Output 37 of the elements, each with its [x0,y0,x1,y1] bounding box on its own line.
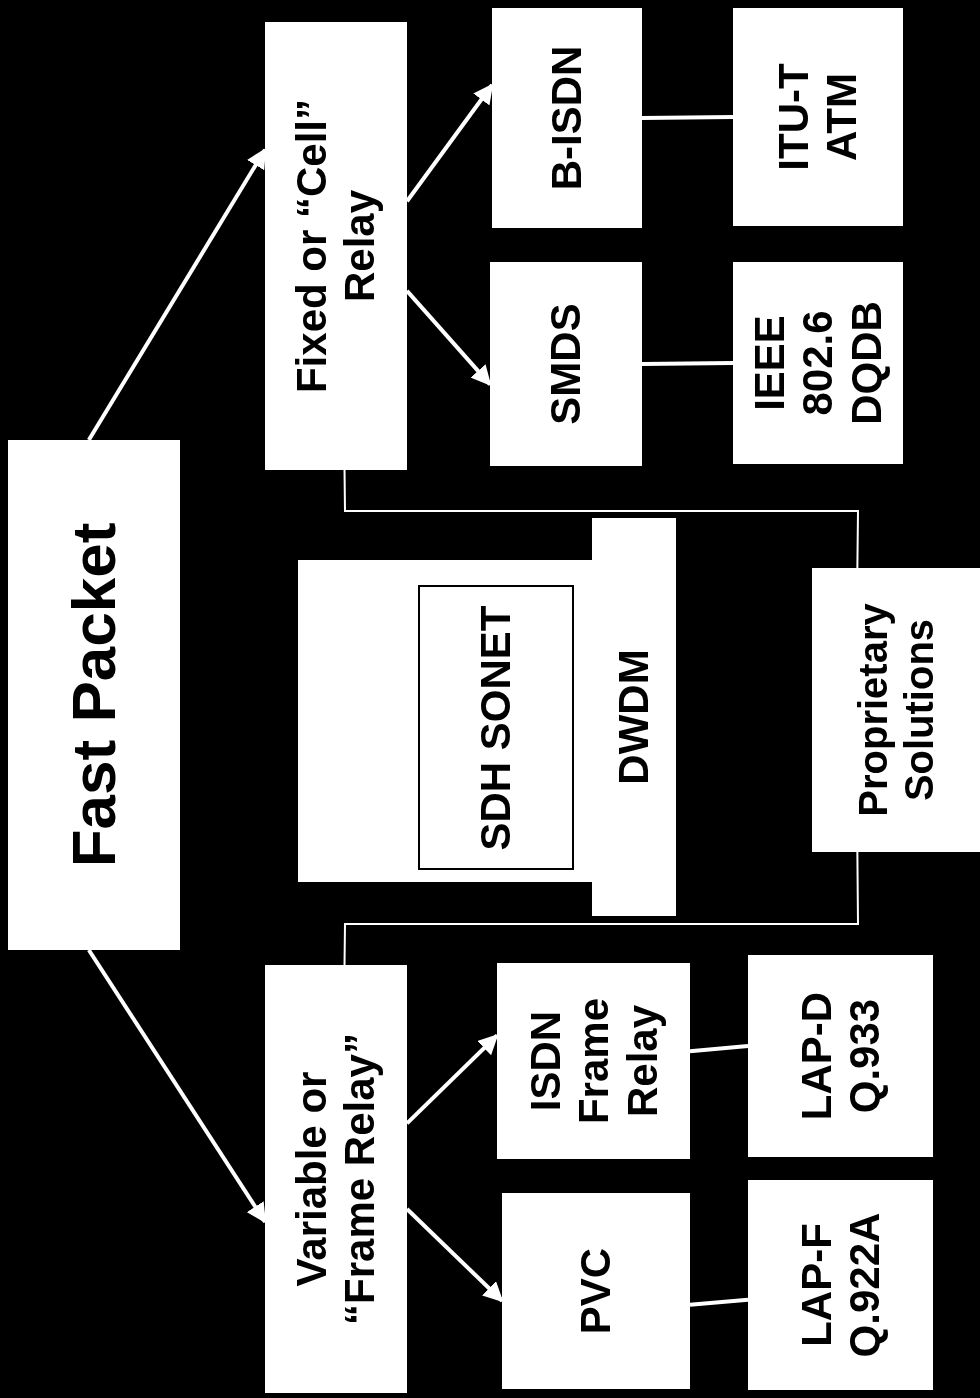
process-box [812,568,980,852]
connector-line [689,1043,749,1054]
connector-line [641,361,734,366]
process-box [748,1180,933,1390]
box-label: SMDS [541,302,590,427]
box-label: ITU-T ATM [769,62,866,173]
connector-line [343,469,859,569]
box-label: PVC [571,1246,620,1337]
process-box [490,262,642,466]
box-label: LAP-F Q.922A [792,1211,889,1360]
process-box [265,965,407,1393]
process-box [502,1193,690,1389]
arrow [87,948,267,1224]
box-label: DWDM [609,648,658,787]
process-box [265,22,407,470]
process-box [492,8,642,228]
connector-line [343,851,859,966]
box-label: B-ISDN [542,44,591,193]
process-box [748,955,933,1157]
box-label: Proprietary Solutions [850,602,942,819]
box-label: LAP-D Q.933 [792,990,889,1123]
process-box [592,518,676,916]
box-label: Fixed or “Cell” Relay [287,97,384,396]
process-box [418,585,574,870]
connector-line [689,1297,749,1307]
arrow [87,147,267,442]
box-label: Fast Packet [58,521,130,870]
box-label: Variable or “Frame Relay” [287,1032,384,1327]
box-label: SDH SONET [471,604,520,852]
box-label: ISDN Frame Relay [521,996,666,1127]
process-box [733,262,903,464]
box-label: IEEE 802.6 DQDB [745,300,891,427]
process-box [733,8,903,226]
connector-line [641,115,734,120]
process-box [8,440,180,950]
process-box [497,963,690,1159]
frame-box [298,560,592,882]
